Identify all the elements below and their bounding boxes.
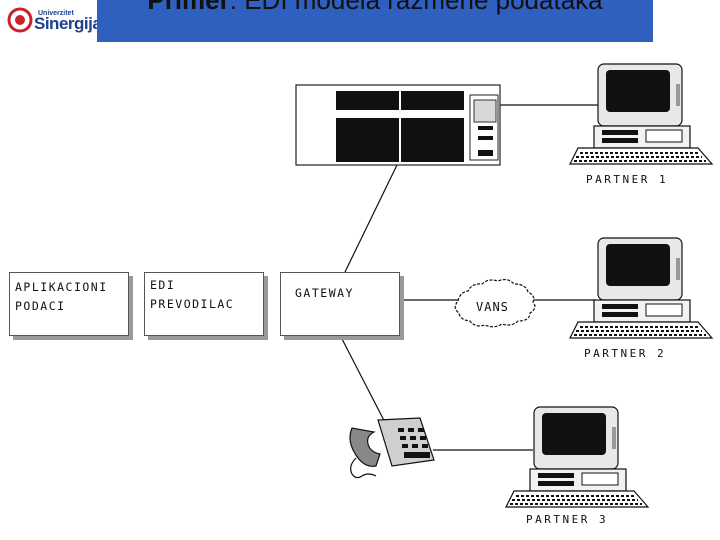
logo-title: Sinergija — [34, 14, 102, 33]
title-bold: Primer — [147, 0, 230, 15]
partner1-caption: PARTNER 1 — [586, 173, 669, 186]
box-edi-line1: EDI — [150, 278, 176, 292]
box-gateway-label: GATEWAY — [295, 286, 354, 300]
vans-cloud — [454, 278, 536, 328]
box-application-line2: PODACI — [15, 299, 66, 313]
box-edi-line2: PREVODILAC — [150, 297, 235, 311]
computer-icon — [569, 237, 713, 339]
partner2-caption: PARTNER 2 — [584, 347, 667, 360]
title-rest: : EDI modela razmene podataka — [229, 0, 603, 15]
partner3-caption: PARTNER 3 — [526, 513, 609, 526]
logo-emblem-icon — [7, 7, 33, 33]
box-edi-translator: EDI PREVODILAC — [144, 272, 264, 336]
box-application-data: APLIKACIONI PODACI — [9, 272, 129, 336]
box-application-line1: APLIKACIONI — [15, 280, 108, 294]
page-title: Primer: EDI modela razmene podataka — [97, 0, 653, 15]
university-logo: Univerzitet Sinergija — [4, 4, 102, 36]
logo-subtitle: Univerzitet — [38, 10, 74, 17]
vans-label: VANS — [476, 300, 509, 314]
computer-icon — [505, 406, 649, 508]
server-icon — [295, 84, 501, 166]
computer-icon — [569, 63, 713, 165]
box-gateway: GATEWAY — [280, 272, 400, 336]
server-gateway-line — [344, 164, 398, 273]
telephone-icon — [349, 417, 435, 479]
title-banner — [97, 0, 653, 42]
